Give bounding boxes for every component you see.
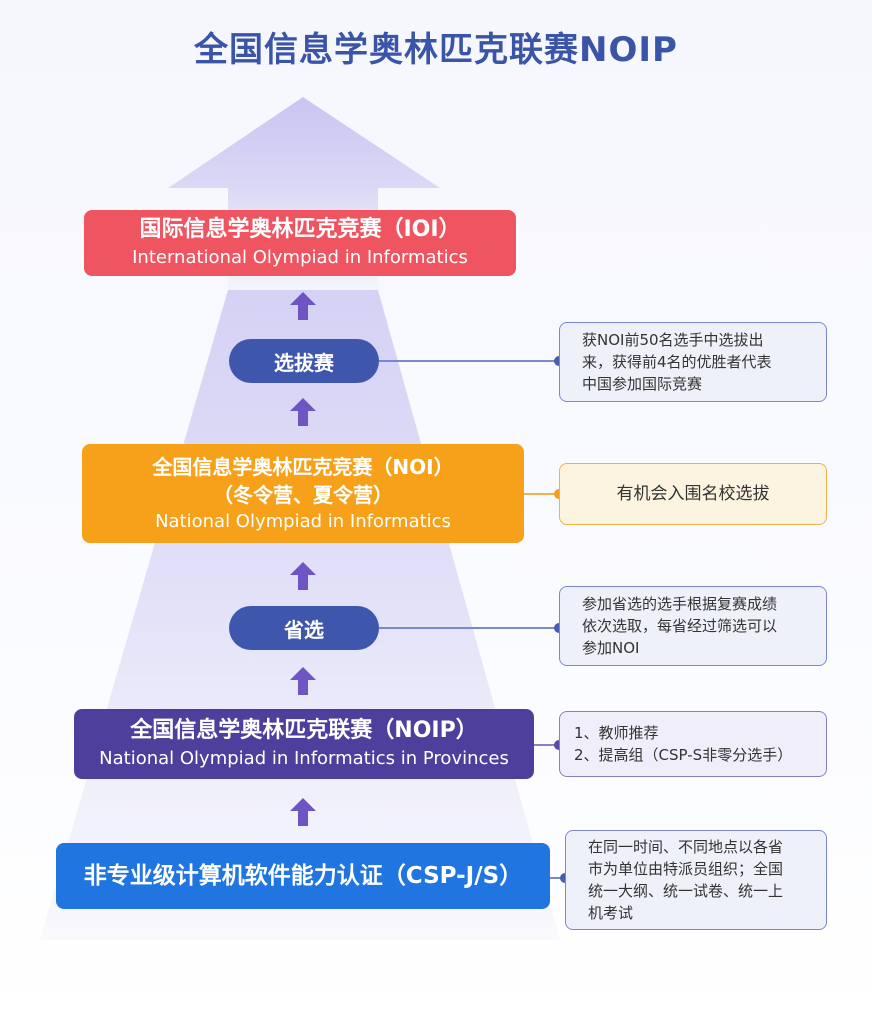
- noip-title-en: National Olympiad in Informatics in Prov…: [99, 748, 509, 769]
- page-title: 全国信息学奥林匹克联赛NOIP: [194, 30, 678, 70]
- up-arrow-icon: [290, 398, 316, 426]
- csp-note-line: 市为单位由特派员组织；全国: [588, 860, 784, 878]
- noi-title-en: National Olympiad in Informatics: [155, 510, 451, 532]
- province-note-line: 依次选取，每省经过筛选可以: [582, 617, 778, 635]
- up-arrow-icon: [290, 292, 316, 320]
- csp-box: 非专业级计算机软件能力认证（CSP-J/S）: [56, 843, 550, 909]
- csp-note-line: 统一大纲、统一试卷、统一上: [588, 882, 784, 900]
- selection-note-line: 获NOI前50名选手中选拔出: [582, 331, 764, 349]
- noip-note-line: 2、提高组（CSP-S非零分选手）: [574, 746, 793, 764]
- noi-note: 有机会入围名校选拔: [559, 463, 827, 525]
- province-note-line: 参加省选的选手根据复赛成绩: [582, 595, 778, 613]
- noip-box: 全国信息学奥林匹克联赛（NOIP） National Olympiad in I…: [74, 709, 534, 779]
- up-arrow-icon: [290, 667, 316, 695]
- noip-note-line: 1、教师推荐: [574, 724, 659, 742]
- selection-connector: [379, 360, 559, 362]
- selection-note-line: 来，获得前4名的优胜者代表: [582, 353, 772, 371]
- selection-note: 获NOI前50名选手中选拔出 来，获得前4名的优胜者代表 中国参加国际竞赛: [559, 322, 827, 402]
- csp-note: 在同一时间、不同地点以各省 市为单位由特派员组织；全国 统一大纲、统一试卷、统一…: [565, 830, 827, 930]
- province-note: 参加省选的选手根据复赛成绩 依次选取，每省经过筛选可以 参加NOI: [559, 586, 827, 666]
- province-connector: [379, 627, 559, 629]
- ioi-box: 国际信息学奥林匹克竞赛（IOI） International Olympiad …: [84, 210, 516, 276]
- csp-title-zh: 非专业级计算机软件能力认证（CSP-J/S）: [83, 863, 523, 889]
- noi-note-line: 有机会入围名校选拔: [616, 484, 770, 504]
- province-selection-pill: 省选: [229, 606, 379, 650]
- ioi-title-en: International Olympiad in Informatics: [132, 247, 468, 268]
- selection-pill: 选拔赛: [229, 339, 379, 383]
- csp-note-line: 在同一时间、不同地点以各省: [588, 838, 784, 856]
- ioi-title-zh: 国际信息学奥林匹克竞赛（IOI）: [139, 217, 461, 242]
- noi-connector: [524, 493, 559, 495]
- up-arrow-icon: [290, 798, 316, 826]
- province-note-line: 参加NOI: [582, 639, 640, 657]
- csp-note-line: 机考试: [588, 904, 634, 922]
- up-arrow-icon: [290, 562, 316, 590]
- noip-title-zh: 全国信息学奥林匹克联赛（NOIP）: [130, 718, 478, 743]
- selection-note-line: 中国参加国际竞赛: [582, 375, 703, 393]
- noip-note: 1、教师推荐 2、提高组（CSP-S非零分选手）: [559, 711, 827, 777]
- noip-connector: [534, 744, 559, 746]
- noi-title-zh: 全国信息学奥林匹克竞赛（NOI）: [152, 454, 454, 479]
- csp-connector: [550, 877, 565, 879]
- noi-box: 全国信息学奥林匹克竞赛（NOI） （冬令营、夏令营） National Olym…: [82, 444, 524, 543]
- noi-subtitle-zh: （冬令营、夏令营）: [213, 482, 393, 507]
